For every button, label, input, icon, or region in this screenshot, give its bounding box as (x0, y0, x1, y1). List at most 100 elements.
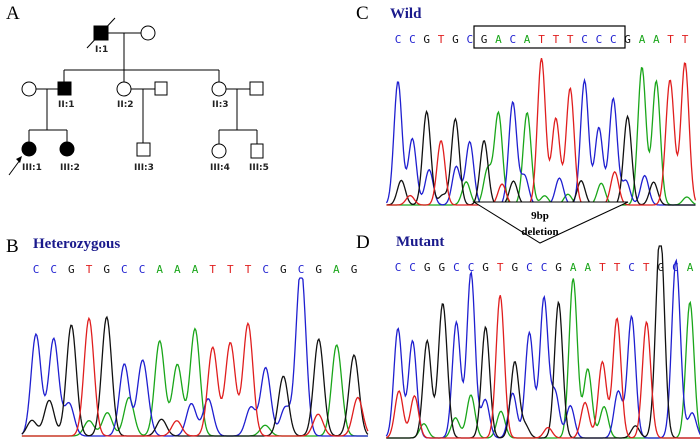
panel-b-letter: B (6, 236, 19, 257)
base-letter: A (524, 33, 531, 46)
base-letter: C (121, 263, 128, 276)
base-letter: T (567, 33, 574, 46)
base-letter: T (538, 33, 545, 46)
trace-C (21, 277, 368, 437)
label-III-1: III:1 (22, 163, 42, 173)
proband-arrow-head (16, 156, 22, 163)
trace-T (21, 316, 369, 437)
base-letter: G (624, 33, 631, 46)
base-letter: A (333, 263, 340, 276)
base-letter: C (139, 263, 146, 276)
pedigree-III-4 (211, 143, 227, 159)
base-letter: G (511, 261, 518, 274)
label-III-3: III:3 (134, 163, 154, 173)
base-letter: C (395, 261, 402, 274)
panel-c-title: Wild (390, 6, 422, 22)
base-letter: T (209, 263, 216, 276)
pedigree-II-2-spouse (154, 81, 168, 96)
deletion-label-2: deletion (521, 226, 558, 238)
panel-a-letter: A (6, 3, 20, 24)
base-letter: A (639, 33, 646, 46)
pedigree-I-1-spouse (140, 25, 156, 41)
trace-C (385, 77, 696, 206)
base-letter: A (192, 263, 199, 276)
base-letter: A (174, 263, 181, 276)
base-letter: C (262, 263, 269, 276)
base-letter: C (509, 33, 516, 46)
base-letter: C (298, 263, 305, 276)
base-letter: A (653, 33, 660, 46)
pedigree-II-1 (57, 81, 72, 96)
base-letter: C (466, 33, 473, 46)
base-letter: C (50, 263, 57, 276)
panel-c-letter: C (356, 3, 369, 24)
base-letter: T (227, 263, 234, 276)
trace-T (386, 58, 697, 206)
base-letter: C (596, 33, 603, 46)
base-letter: G (438, 261, 445, 274)
base-letter: A (495, 33, 502, 46)
label-III-5: III:5 (249, 163, 269, 173)
base-letter: C (409, 33, 416, 46)
base-letter: T (614, 261, 621, 274)
base-letter: C (395, 33, 402, 46)
base-letter: C (610, 33, 617, 46)
proband-arrow (8, 159, 21, 176)
base-letter: T (643, 261, 650, 274)
label-I-1: I:1 (95, 45, 108, 55)
panel-b-chromatogram (21, 277, 369, 437)
base-letter: G (482, 261, 489, 274)
panel-d-chromatogram (385, 245, 700, 439)
base-letter: G (315, 263, 322, 276)
pedigree-II-3-spouse (249, 81, 264, 96)
base-letter: T (245, 263, 252, 276)
base-letter: G (351, 263, 358, 276)
base-letter: G (423, 33, 430, 46)
pedigree-III-3 (136, 142, 151, 157)
deletion-label-1: 9bp (531, 210, 549, 222)
label-III-2: III:2 (60, 163, 80, 173)
base-letter: G (452, 33, 459, 46)
base-letter: C (581, 33, 588, 46)
base-letter: C (526, 261, 533, 274)
base-letter: A (570, 261, 577, 274)
base-letter: C (628, 261, 635, 274)
deceased-slash (86, 17, 116, 49)
pedigree-II-2 (116, 81, 132, 97)
base-letter: G (424, 261, 431, 274)
base-letter: G (280, 263, 287, 276)
panel-a: A I:1 (6, 3, 269, 176)
label-III-4: III:4 (210, 163, 230, 173)
panel-d-title: Mutant (396, 234, 444, 250)
label-II-2: II:2 (117, 100, 134, 110)
base-letter: T (438, 33, 445, 46)
trace-C (385, 258, 700, 439)
panel-d-letter: D (356, 232, 370, 253)
base-letter: T (682, 33, 689, 46)
base-letter: T (86, 263, 93, 276)
base-letter: C (468, 261, 475, 274)
base-letter: G (481, 33, 488, 46)
pedigree-II-3 (211, 81, 227, 97)
trace-G (386, 245, 700, 439)
base-letter: C (33, 263, 40, 276)
trace-T (386, 295, 700, 439)
base-letter: G (657, 261, 664, 274)
deleted-region-box (473, 25, 626, 49)
panel-b-title: Heterozygous (33, 236, 120, 252)
pedigree-II-1-spouse (21, 81, 37, 97)
base-letter: A (584, 261, 591, 274)
pedigree-III-2 (59, 141, 75, 157)
deletion-wedge (472, 201, 629, 244)
pedigree-lines (28, 32, 258, 144)
base-letter: A (156, 263, 163, 276)
pedigree-III-5 (250, 143, 264, 159)
base-letter: C (453, 261, 460, 274)
